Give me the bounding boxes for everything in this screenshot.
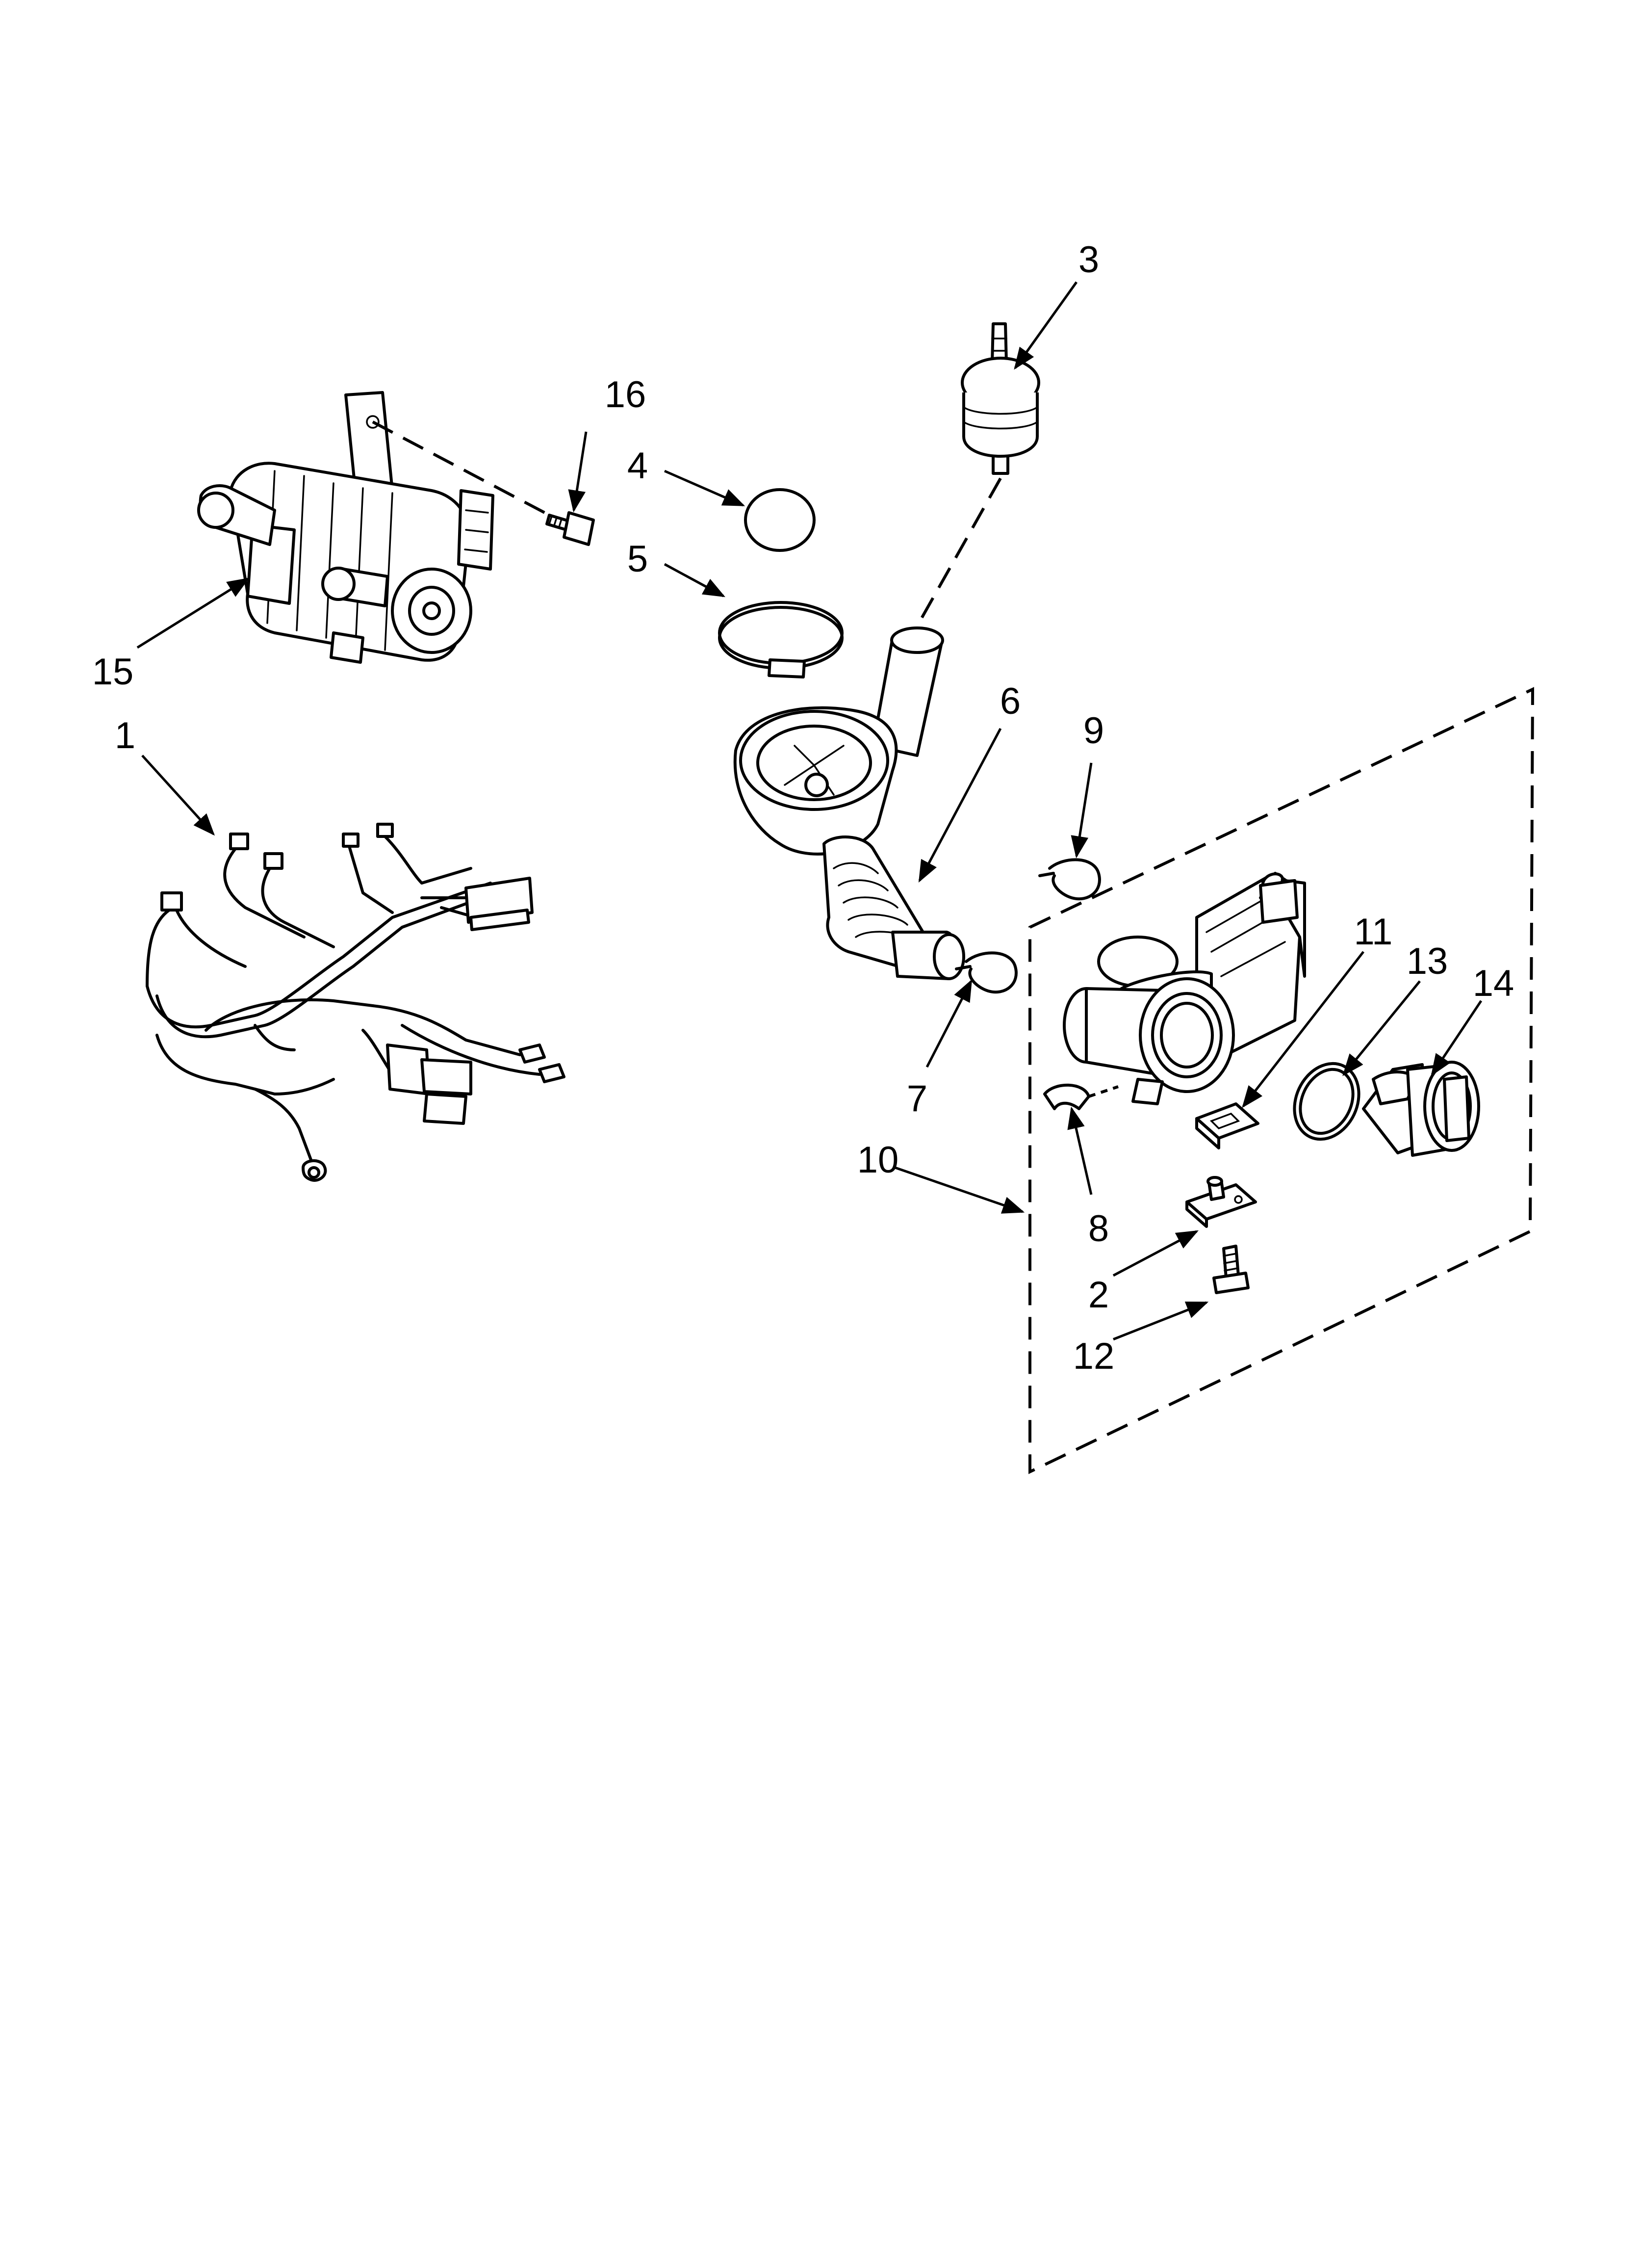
wire-harness-1 (146, 823, 565, 1182)
callout-2: 2 (1088, 1274, 1109, 1316)
motor-15 (197, 391, 494, 664)
callout-14: 14 (1473, 963, 1514, 1004)
drain-pump-10 (1063, 872, 1306, 1105)
callout-16: 16 (605, 374, 646, 416)
callout-11: 11 (1354, 911, 1393, 953)
bolt-16 (545, 511, 595, 546)
clip-8 (1043, 1083, 1119, 1110)
callout-4: 4 (627, 445, 648, 487)
callout-1: 1 (115, 715, 135, 756)
bracket-2 (1185, 1176, 1257, 1228)
callout-6: 6 (1000, 680, 1021, 722)
clip-9 (1038, 858, 1101, 901)
callout-13: 13 (1407, 940, 1448, 982)
clip-7 (955, 951, 1018, 994)
air-dome-3 (961, 322, 1040, 475)
screw-12 (1212, 1245, 1250, 1294)
callout-12: 12 (1073, 1335, 1115, 1377)
callout-15: 15 (92, 651, 134, 693)
pump-assembly-box (1028, 687, 1535, 1474)
callout-3: 3 (1078, 239, 1099, 281)
clamp-5 (718, 601, 844, 678)
filter-14 (1362, 1061, 1480, 1157)
callout-5: 5 (627, 538, 648, 580)
ball-4 (744, 488, 816, 552)
callout-8: 8 (1088, 1208, 1109, 1250)
callout-9: 9 (1083, 710, 1104, 752)
callout-10: 10 (857, 1139, 899, 1181)
pad-11 (1195, 1102, 1259, 1149)
sump-hose-6 (733, 626, 965, 980)
callout-7: 7 (907, 1078, 927, 1120)
o-ring-13 (1293, 1062, 1360, 1141)
